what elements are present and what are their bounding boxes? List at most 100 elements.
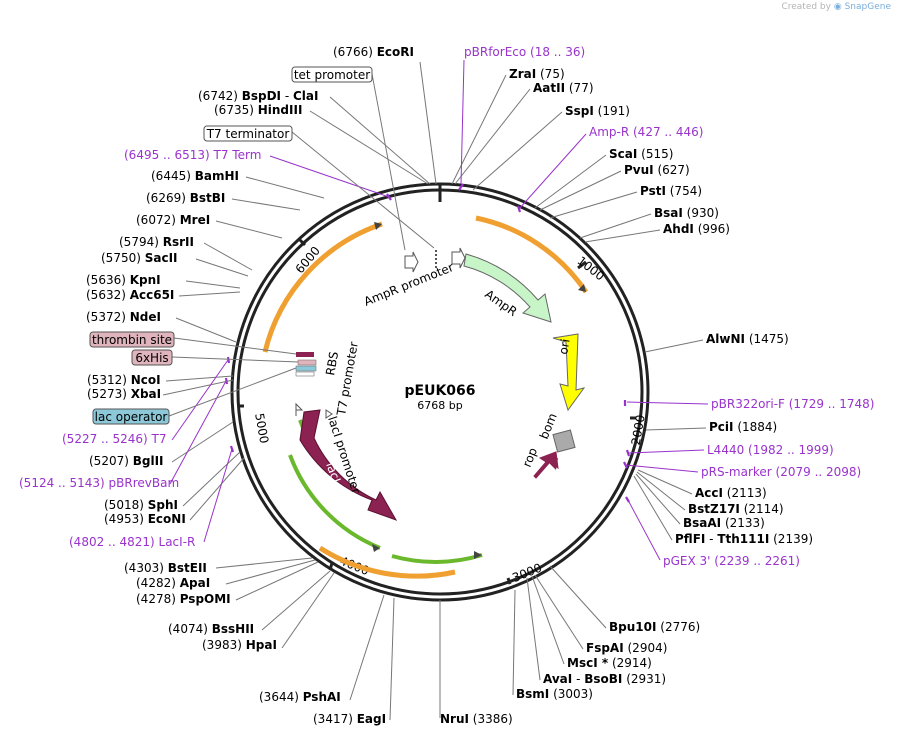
site-label-ndei: (5372) NdeI [86,310,161,324]
site-label-pspomi: (4278) PspOMI [136,592,231,606]
leader-bamhi [245,176,325,199]
leader-pspomi [235,561,319,601]
primer-label-pbrforeco: pBRforEco (18 .. 36) [464,45,585,59]
leader-bstbi [231,198,301,211]
leader-rsrii [203,242,253,271]
primer-mark-prs [623,461,628,469]
primer-leader-t7-term [269,155,390,198]
orf-arc-1 [475,215,589,294]
rbs-label: RBS [323,350,341,376]
leader-pshai [349,594,385,701]
site-label-fspai: FspAI (2904) [586,641,667,655]
site-label-econi: (4953) EcoNI [104,512,186,526]
t7-promoter-mark [295,371,315,377]
primer-mark-pbrforeco [458,183,464,191]
leader-hpai [281,572,335,649]
primer-label-laci-r: (4802 .. 4821) LacI-R [69,535,195,549]
site-label-bsshii: (4074) BssHII [168,622,254,636]
plasmid-name: pEUK066 [404,383,475,399]
primer-label-t7-term: (6495 .. 6513) T7 Term [124,148,261,162]
primer-leader-pgex-3 [627,499,661,561]
box-t7-terminator [203,125,293,142]
site-label-alwni: AlwNI (1475) [706,332,789,346]
leader-pcii [645,427,707,431]
site-label-bstbi: (6269) BstBI [146,191,225,205]
leader-acci [637,469,693,495]
tet-promoter-feature [404,251,419,273]
t7-promoter-label: T7 promoter [334,341,361,418]
leader-ahdi [584,229,661,243]
leader-bstz17i [636,471,686,511]
site-label-bspdi: (6742) BspDI - ClaI [198,89,318,103]
ampr-feature [463,253,552,323]
leader-mrei [215,220,283,239]
box-label-6xhis: 6xHis [135,351,168,365]
site-label-hindiii: (6735) HindIII [214,103,302,117]
box-tet-promoter [291,66,373,83]
primer-label-amp-r: Amp-R (427 .. 446) [589,125,703,139]
orf-arc-3 [318,545,456,579]
site-label-nrui: NruI (3386) [440,712,513,726]
snapgene-credit: Created by ◉ SnapGene [781,2,891,12]
site-label-pshai: (3644) PshAI [259,690,341,704]
orf-arc-2-head [374,222,382,230]
box-label-lac-operator: lac operator [95,410,168,424]
laci-label: lacI [323,460,343,484]
leader-bspdi [329,96,431,185]
leader-eagi [389,597,395,721]
leader-lines [162,59,709,721]
site-label-bsmi: BsmI (3003) [516,687,593,701]
bom-feature [552,429,576,453]
leader-bsteii [215,557,313,569]
thrombin-mark [296,352,314,357]
leader-bsaai [635,473,681,525]
leader-pflfi [633,475,673,541]
ori-feature [552,333,586,412]
site-label-aatii: AatII (77) [533,81,594,95]
tick-mark-1000 [577,260,587,270]
site-label-mrei: (6072) MreI [136,213,210,227]
ori-label: ori [556,338,572,356]
primer-leader-t7 [171,359,229,441]
site-label-zrai: ZraI (75) [509,67,565,81]
tick-label-5000: 5000 [252,412,271,445]
site-label-eagi: (3417) EagI [313,712,386,726]
site-label-ecori: (6766) EcoRI [333,45,414,59]
tick-label-2000: 2000 [629,414,648,447]
site-label-avai: AvaI - BsoBI (2931) [543,672,666,686]
box-leader-t7-terminator [291,131,435,249]
tick-mark-3000 [506,577,512,585]
primer-leader-amp-r [518,133,587,210]
leader-hindiii [309,110,429,185]
leader-bglii [171,421,234,463]
box-6xhis [131,349,173,366]
box-label-thrombin-site: thrombin site [92,333,172,347]
site-label-kpni: (5636) KpnI [86,273,161,287]
leader-bsmi [512,589,516,696]
site-label-bpu10i: Bpu10I (2776) [609,620,700,634]
leader-sacii [195,258,249,277]
leader-scai [534,154,607,209]
box-label-t7-terminator: T7 terminator [206,127,290,141]
site-label-msci: MscI * (2914) [567,656,652,670]
leader-pvui [539,170,622,211]
primer-leader-prs-marker [625,464,699,473]
lac-operator-mark [295,365,317,372]
box-thrombin-site [89,331,175,348]
primer-label-prs-marker: pRS-marker (2079 .. 2098) [701,465,861,479]
laci-feature [299,409,398,521]
rop-feature [533,451,559,479]
laci-promoter-feature [295,402,304,416]
orf-arc-6 [391,553,483,564]
site-label-bglii: (5207) BglII [89,454,164,468]
site-label-bsai: BsaI (930) [654,206,719,220]
site-label-scai: ScaI (515) [609,147,673,161]
box-leader-6xhis [171,356,299,363]
primer-label-pgex-3: pGEX 3' (2239 .. 2261) [663,554,800,568]
leader-ecori [419,61,437,185]
site-label-sacii: (5750) SacII [101,251,178,265]
primer-label-t7: (5227 .. 5246) T7 [62,432,166,446]
his-mark [297,359,317,366]
primer-leader-pbr322ori-f [626,401,709,405]
